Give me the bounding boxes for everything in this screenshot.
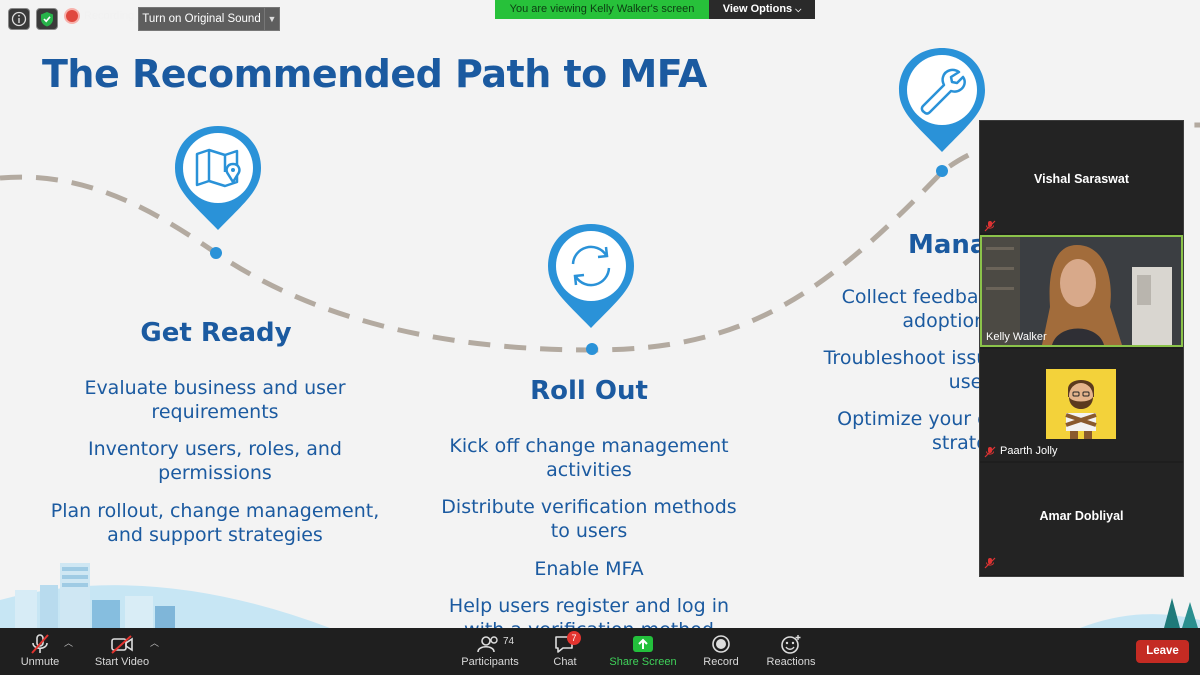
participants-video-panel: Vishal Saraswat Kelly Walker [979,120,1184,577]
record-label: Record [703,656,739,668]
record-icon [712,635,730,653]
muted-mic-icon [984,220,996,232]
video-options-caret-icon[interactable]: ︿ [150,638,160,648]
recording-dot-icon [66,10,78,22]
participants-label: Participants [461,656,519,668]
participant-name: Amar Dobliyal [1039,509,1124,523]
participants-icon [477,636,498,653]
chat-unread-badge: 7 [567,631,581,645]
chat-button[interactable]: Chat [540,628,590,675]
recording-label: Recording [84,10,135,22]
participants-button[interactable]: Participants [456,628,524,675]
participant-tile[interactable]: Paarth Jolly [980,349,1183,461]
view-options-label: View Options [722,3,793,15]
start-video-label: Start Video [94,656,150,668]
audio-options-caret-icon[interactable]: ︿ [64,638,74,648]
meeting-toolbar: Unmute ︿ Start Video ︿ Participants 74 C… [0,628,1200,675]
video-off-icon [111,635,133,654]
slide-title: The Recommended Path to MFA [42,52,707,96]
active-speaker-video-tile[interactable]: Kelly Walker [980,235,1183,347]
record-button[interactable]: Record [696,628,746,675]
participant-name: Kelly Walker [986,331,1047,343]
refresh-arrows-icon [548,224,634,328]
roll-out-item: Enable MFA [534,558,644,580]
viewing-screen-banner: You are viewing Kelly Walker's screen [495,0,709,19]
manage-item: Troubleshoot issue users [823,347,1000,393]
share-screen-button[interactable]: Share Screen [608,628,678,675]
webcam-video-feed [982,237,1181,345]
get-ready-item: Plan rollout, change management, and sup… [50,500,380,546]
unmute-button[interactable]: Unmute [8,628,72,675]
get-ready-item: Evaluate business and user requirements [84,377,346,423]
smiley-reaction-icon [781,635,801,654]
reactions-label: Reactions [766,656,816,668]
roll-out-item: Help users register and log in with a ve… [448,595,730,628]
share-screen-icon [633,636,653,652]
participant-name: Vishal Saraswat [1034,172,1129,186]
wrench-icon [899,48,985,152]
bearded-cartoon-avatar [1046,369,1116,439]
meeting-info-icon[interactable] [8,8,30,30]
recording-indicator: Recording [66,10,134,22]
unmute-label: Unmute [20,656,60,668]
roll-out-item: Distribute verification methods to users [441,496,737,542]
leave-meeting-button[interactable]: Leave [1136,640,1189,663]
participant-tile[interactable]: Vishal Saraswat [980,121,1183,233]
original-sound-button[interactable]: Turn on Original Sound [138,7,265,31]
get-ready-item: Inventory users, roles, and permissions [88,438,342,484]
participant-tile[interactable]: Amar Dobliyal [980,463,1183,575]
stage-heading-manage: Mana [908,230,988,260]
muted-mic-icon [984,557,996,569]
security-shield-icon[interactable] [36,8,58,30]
muted-microphone-icon [31,634,49,654]
muted-mic-icon [984,446,996,458]
stage-heading-roll-out: Roll Out [530,376,648,406]
chevron-down-icon: ⌵ [795,5,802,14]
view-options-button[interactable]: View Options ⌵ [709,0,815,19]
participant-name: Paarth Jolly [1000,445,1058,457]
map-pin-icon [175,126,261,230]
reactions-button[interactable]: Reactions [762,628,820,675]
manage-item: Collect feedback adoption r [841,286,1000,332]
sound-options-dropdown[interactable]: ▼ [264,7,280,31]
share-screen-label: Share Screen [609,656,677,668]
start-video-button[interactable]: Start Video [88,628,156,675]
manage-item: Optimize your ov strateg [837,408,1000,454]
chat-label: Chat [553,656,577,668]
participants-count: 74 [503,636,515,647]
roll-out-item: Kick off change management activities [449,435,729,481]
slide-background-art [0,563,1200,628]
stage-heading-get-ready: Get Ready [140,318,292,348]
